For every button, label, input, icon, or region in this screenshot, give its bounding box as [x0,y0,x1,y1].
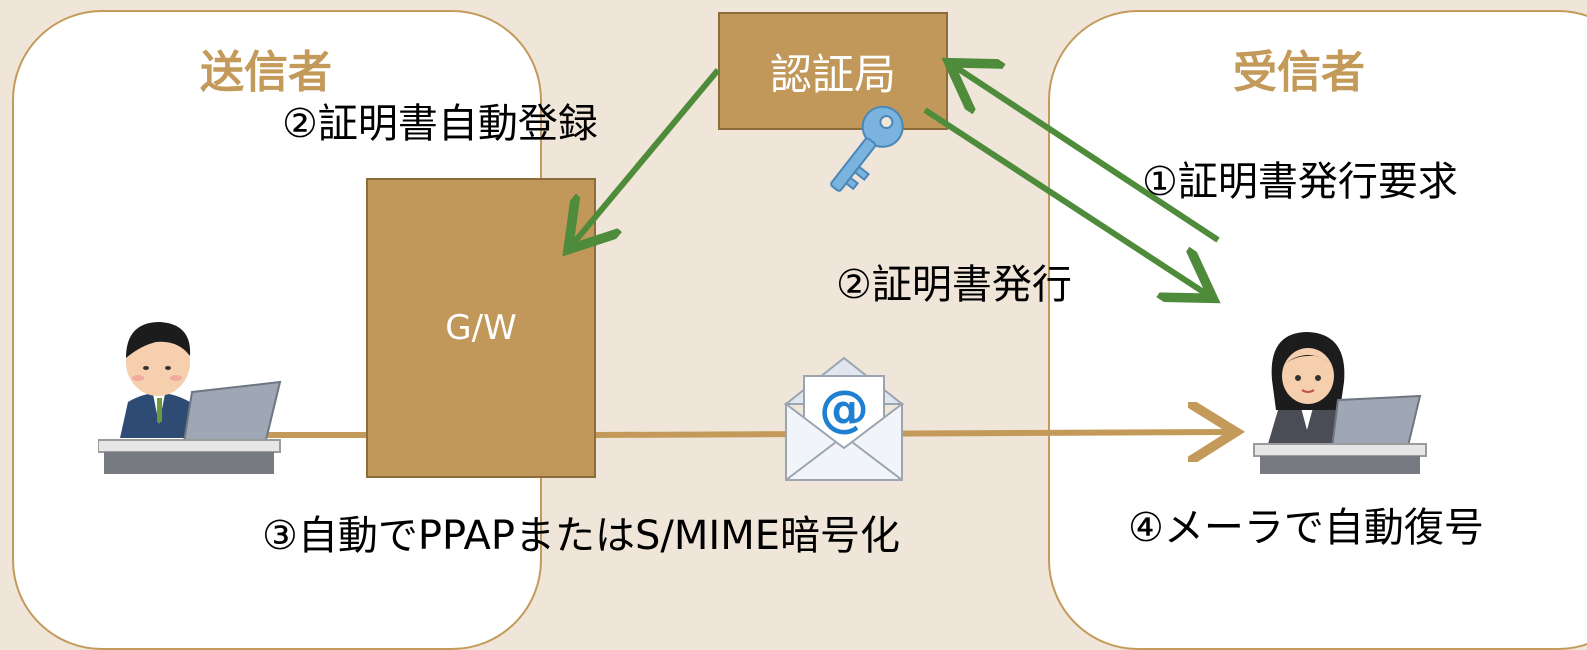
receiver-person-icon [1253,332,1427,474]
sender-person-icon [98,322,282,474]
arrow-ca-to-gw [572,68,721,245]
step-encrypt-label: ③自動でPPAPまたはS/MIME暗号化 [262,513,900,559]
arrow-ca-to-receiver [923,107,1208,295]
sender-title: 送信者 [200,47,332,98]
arrow-request-to-ca [954,66,1220,243]
step-register-label: ②証明書自動登録 [282,101,598,147]
receiver-panel [1048,10,1587,650]
certificate-authority-box: 認証局 [718,12,948,130]
step-decrypt-label: ④メーラで自動復号 [1128,505,1484,551]
svg-text:@: @ [819,380,869,438]
receiver-title: 受信者 [1233,47,1365,98]
key-icon [830,105,904,192]
arrow-gw-to-receiver [595,432,1230,435]
mail-icon: @ [783,356,905,481]
gateway-box: G/W [366,178,596,478]
step-issue-label: ②証明書発行 [836,262,1072,308]
step-request-label: ①証明書発行要求 [1142,159,1458,205]
connectors [268,0,1587,612]
